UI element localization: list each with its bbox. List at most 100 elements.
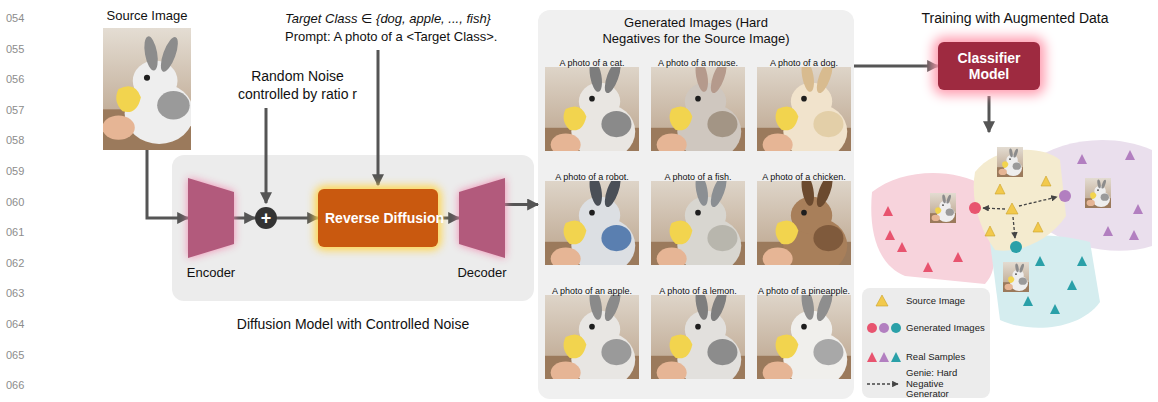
decor-polygon (1067, 280, 1077, 290)
decor-polygon (1077, 256, 1087, 266)
target-class-set: Target Class ∈ {dog, apple, ..., fish} (285, 11, 545, 26)
prompt-template: Prompt: A photo of a <Target Class>. (285, 29, 545, 44)
sum-node: + (255, 207, 277, 229)
generated-image-tile: A photo of a robot. (545, 166, 639, 265)
decor-circle (1010, 241, 1022, 253)
reverse-diffusion-box: Reverse Diffusion (318, 189, 438, 247)
decor-circle (867, 323, 877, 333)
generated-image-tile: A photo of a dog. (757, 52, 851, 151)
box-label: Classifier Model (945, 50, 1033, 82)
generated-image-tile: A photo of a pineapple. (757, 280, 851, 379)
photo-content (651, 181, 745, 265)
legend-text: Generated Images (906, 323, 985, 334)
node-label: Decoder (457, 264, 506, 282)
photo-illustration (757, 67, 851, 151)
noise-note: Random Noise controlled by ratio r (225, 67, 370, 103)
line-number: 059 (6, 165, 36, 177)
generated-image-tile: A photo of a fish. (651, 166, 745, 265)
photo-illustration (757, 295, 851, 379)
label-holder: 061 (6, 226, 36, 238)
label-holder: 056 (6, 73, 36, 85)
image-caption: A photo of a dog. (673, 57, 935, 70)
node-label: Encoder (187, 264, 235, 282)
decor-polygon (1035, 256, 1045, 266)
label-holder: 054 (6, 12, 36, 24)
label-holder: 066 (6, 379, 36, 391)
generated-images-panel: Generated Images (Hard Negatives for the… (538, 10, 854, 399)
decor-polygon (891, 352, 901, 362)
decor-g (1023, 256, 1087, 314)
legend: Source ImageGenerated ImagesReal Samples… (906, 290, 988, 398)
decor-circle (969, 202, 981, 214)
line-number: 060 (6, 196, 36, 208)
image-caption: A photo of a pineapple. (673, 285, 935, 298)
decor-polygon (923, 262, 933, 272)
noise-arrow (265, 108, 268, 203)
legend-text: Source Image (906, 296, 965, 307)
label-holder: 065 (6, 349, 36, 361)
decor-use (1003, 261, 1029, 292)
decor-polygon (1041, 176, 1051, 186)
generated-image-tile: A photo of a lemon. (651, 280, 745, 379)
prompt-arrow (377, 50, 380, 185)
decor-polygon (1033, 222, 1043, 232)
label-holder: 059 (6, 165, 36, 177)
diffusion-panel-ground (172, 155, 534, 301)
node-label: Generated Images (Hard Negatives for the… (565, 15, 827, 48)
node-label: Diffusion Model with Controlled Noise (237, 315, 469, 333)
line-number: 057 (6, 104, 36, 116)
legend-row: Genie: Hard Negative Generator (906, 370, 988, 398)
decor-line (1019, 197, 1057, 206)
line-number: 063 (6, 287, 36, 299)
decor-polygon (985, 226, 995, 236)
decor-polygon (1077, 154, 1087, 164)
line-number: 061 (6, 226, 36, 238)
decor-polygon (867, 352, 877, 362)
decor-polygon (1125, 150, 1135, 160)
decor-line (1013, 217, 1015, 238)
line-number: 055 (6, 43, 36, 55)
line-number: 058 (6, 134, 36, 146)
label-holder: 058 (6, 134, 36, 146)
photo-illustration (545, 181, 639, 265)
circle-fill (255, 207, 277, 229)
decor-polygon (876, 295, 888, 306)
legend-text: Real Samples (906, 352, 965, 363)
label-holder: Random Noise controlled by ratio r (225, 67, 370, 103)
label-holder: 062 (6, 257, 36, 269)
label-holder: Target Class ∈ {dog, apple, ..., fish} (285, 11, 545, 26)
decor-polygon (883, 206, 893, 216)
decor-polygon (1023, 296, 1033, 306)
decor-line (983, 208, 1005, 209)
photo-content (757, 295, 851, 379)
decor-use (1085, 177, 1111, 208)
photo-content (757, 67, 851, 151)
decor-polygon (995, 184, 1005, 194)
label-holder: 055 (6, 43, 36, 55)
decor-g (983, 197, 1057, 238)
photo-content (757, 181, 851, 265)
label-holder: 057 (6, 104, 36, 116)
line-number: 065 (6, 349, 36, 361)
decor-polygon (1133, 204, 1143, 214)
trapezoid-fill (459, 178, 505, 258)
photo-illustration (545, 295, 639, 379)
decor-polygon (885, 230, 895, 240)
decor-g (1077, 150, 1143, 240)
node-label: + (261, 209, 272, 227)
line-number: 056 (6, 73, 36, 85)
box-label: Reverse Diffusion (325, 210, 431, 226)
generated-image-tile: A photo of an apple. (545, 280, 639, 379)
legend-row: Real Samples (906, 344, 988, 370)
trapezoid-fill (188, 178, 234, 258)
image-caption: A photo of a chicken. (673, 171, 935, 184)
generated-panel-ground (538, 10, 854, 399)
decor-circle (1059, 190, 1071, 202)
decoder-block: Decoder (452, 178, 512, 282)
photo-content (651, 295, 745, 379)
decor-polygon (1129, 230, 1139, 240)
line-number: 054 (6, 12, 36, 24)
arrow-connector (438, 217, 459, 220)
classifier-output-arrow (988, 96, 991, 132)
